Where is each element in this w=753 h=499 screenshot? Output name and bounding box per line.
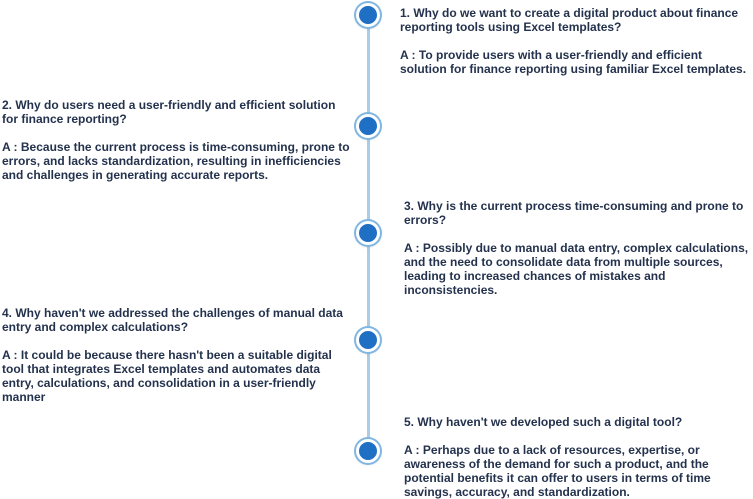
answer-3: A : Possibly due to manual data entry, c… — [404, 241, 749, 297]
timeline-node-4 — [356, 328, 380, 352]
answer-5: A : Perhaps due to a lack of resources, … — [404, 443, 711, 499]
answer-1: A : To provide users with a user-friendl… — [400, 48, 747, 76]
timeline-item-1: 1. Why do we want to create a digital pr… — [400, 6, 752, 76]
timeline-item-5: 5. Why haven't we developed such a digit… — [404, 415, 752, 499]
question-3: 3. Why is the current process time-consu… — [404, 199, 744, 227]
timeline-node-3 — [356, 221, 380, 245]
timeline-node-1 — [356, 3, 380, 27]
timeline-item-3: 3. Why is the current process time-consu… — [404, 199, 752, 297]
timeline-item-4: 4. Why haven't we addressed the challeng… — [2, 306, 354, 404]
question-4: 4. Why haven't we addressed the challeng… — [2, 306, 343, 334]
question-2: 2. Why do users need a user-friendly and… — [2, 98, 336, 126]
timeline-node-5 — [356, 439, 380, 463]
question-1: 1. Why do we want to create a digital pr… — [400, 6, 739, 34]
timeline-item-2: 2. Why do users need a user-friendly and… — [2, 98, 354, 182]
question-5: 5. Why haven't we developed such a digit… — [404, 415, 683, 429]
answer-2: A : Because the current process is time-… — [2, 140, 350, 182]
answer-4: A : It could be because there hasn't bee… — [2, 348, 332, 404]
timeline-node-2 — [356, 114, 380, 138]
